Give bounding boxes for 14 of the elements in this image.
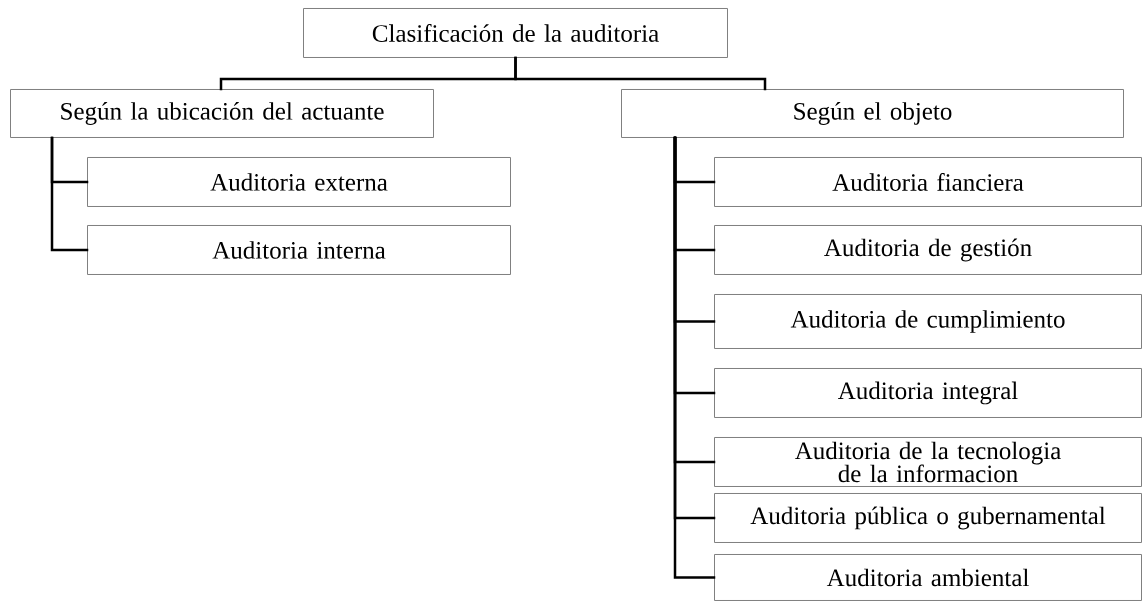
category-box: Según el objeto bbox=[621, 89, 1124, 138]
category-box: Auditoria ambiental bbox=[714, 554, 1142, 601]
connector-line bbox=[514, 56, 767, 91]
category-box: Auditoria de la tecnologia de la informacion bbox=[714, 437, 1142, 487]
category-box: Auditoria fianciera bbox=[714, 157, 1142, 207]
category-box: Auditoria integral bbox=[714, 368, 1142, 418]
category-box: Auditoria de cumplimiento bbox=[714, 294, 1142, 349]
category-box: Auditoria externa bbox=[87, 157, 511, 207]
connector-line bbox=[50, 136, 89, 252]
category-box: Clasificación de la auditoria bbox=[303, 8, 728, 58]
category-box: Según la ubicación del actuante bbox=[10, 89, 434, 138]
category-box: Auditoria pública o gubernamental bbox=[714, 493, 1142, 543]
category-box: Auditoria de gestión bbox=[714, 225, 1142, 275]
category-box: Auditoria interna bbox=[87, 225, 511, 275]
